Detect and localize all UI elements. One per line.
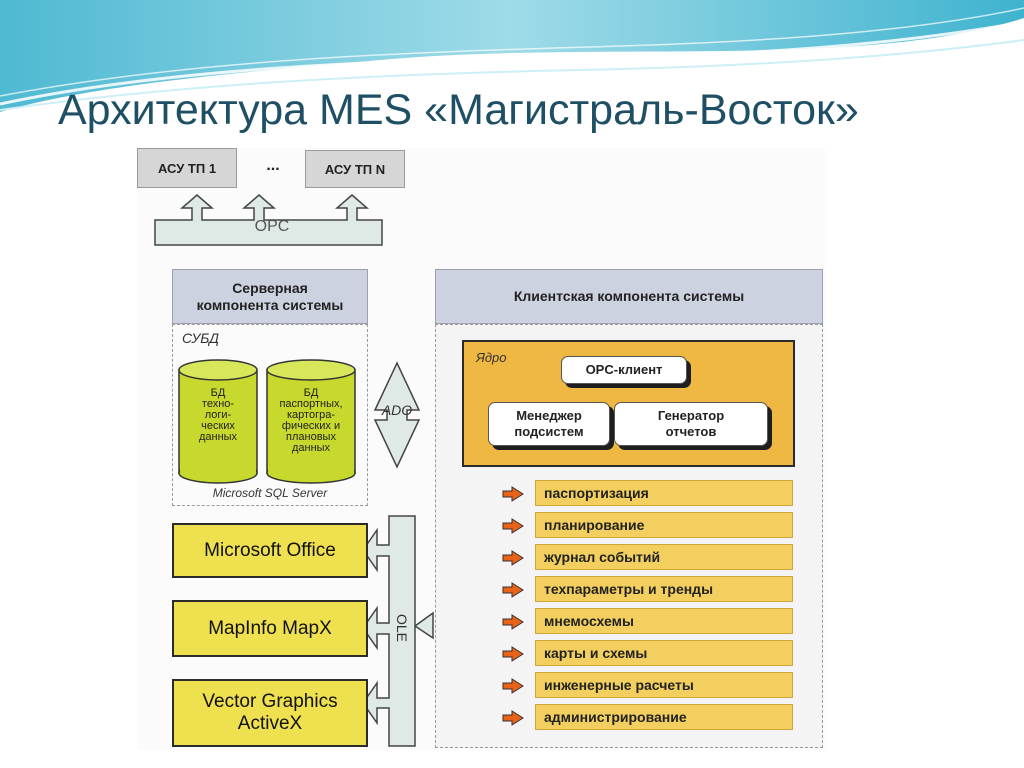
generator-label-line2: отчетов [665, 424, 717, 439]
app-label: Vector Graphics [202, 691, 338, 712]
module-row: мнемосхемы [501, 608, 795, 636]
arrow-right-icon [502, 486, 524, 502]
app-label: ActiveX [237, 713, 303, 734]
app-box-vector-graphics: Vector Graphics ActiveX [172, 679, 368, 747]
module-item: инженерные расчеты [535, 672, 793, 698]
manager-label-line1: Менеджер [516, 408, 582, 423]
server-component-header: Серверная компонента системы [172, 269, 368, 324]
architecture-diagram: АСУ ТП 1 ... АСУ ТП N OPC Серверная комп… [137, 148, 825, 750]
db1-line: логи- [204, 409, 232, 421]
dbms-label: СУБД [182, 330, 219, 346]
module-row: планирование [501, 512, 795, 540]
asu-ellipsis: ... [266, 157, 280, 174]
db2-line: паспортных, [279, 398, 343, 410]
generator-label-line1: Генератор [657, 408, 725, 423]
asu-tp-1-label: АСУ ТП 1 [157, 160, 217, 176]
client-header-label: Клиентская компонента системы [513, 288, 745, 304]
db2-line: фических и [281, 420, 341, 432]
arrow-right-icon [502, 582, 524, 598]
module-row: журнал событий [501, 544, 795, 572]
app-box-mapinfo-mapx: MapInfo MapX [172, 600, 368, 657]
asu-tp-n-label: АСУ ТП N [324, 161, 386, 177]
db1-line: данных [198, 431, 238, 443]
arrow-right-icon [502, 550, 524, 566]
db2-line: данных [291, 442, 331, 454]
module-item: журнал событий [535, 544, 793, 570]
manager-label-line2: подсистем [514, 424, 584, 439]
db1-line: БД [210, 387, 226, 399]
db1-line: техно- [201, 398, 235, 410]
server-header-line1: Серверная [232, 279, 308, 296]
arrow-right-icon [502, 678, 524, 694]
server-dbms-area [172, 324, 368, 506]
module-row: паспортизация [501, 480, 795, 508]
opc-label: OPC [254, 218, 290, 235]
diagram-shapes [154, 194, 434, 747]
module-item: паспортизация [535, 480, 793, 506]
server-header-line2: компонента системы [196, 296, 344, 313]
db-cylinder-1 [178, 359, 258, 484]
db-cylinder-2 [266, 359, 356, 484]
ole-bus [362, 515, 434, 747]
module-row: карты и схемы [501, 640, 795, 668]
subsystem-manager-box: Менеджер подсистем [488, 402, 610, 446]
module-item: карты и схемы [535, 640, 793, 666]
sql-server-label: Microsoft SQL Server [212, 486, 328, 500]
module-row: инженерные расчеты [501, 672, 795, 700]
arrow-right-icon [502, 518, 524, 534]
module-row: администрирование [501, 704, 795, 732]
module-item: мнемосхемы [535, 608, 793, 634]
db2-label: БД паспортных, картогра- фических и план… [267, 388, 355, 454]
app-box-microsoft-office: Microsoft Office [172, 523, 368, 578]
module-item: администрирование [535, 704, 793, 730]
module-list: паспортизация планирование журнал событи… [501, 480, 795, 736]
db2-line: картогра- [287, 409, 335, 421]
arrow-right-icon [502, 710, 524, 726]
ado-label: ADO [381, 402, 413, 418]
slide-title: Архитектура MES «Магистраль-Восток» [58, 86, 859, 134]
db1-label: БД техно- логи- ческих данных [179, 388, 257, 443]
db2-line: плановых [286, 431, 336, 443]
db1-line: ческих [201, 420, 235, 432]
ole-label: OLE [394, 613, 410, 642]
header-waves [0, 0, 1024, 112]
opc-client-box: OPC-клиент [561, 356, 687, 384]
core-label: Ядро [476, 350, 507, 365]
arrow-right-icon [502, 646, 524, 662]
ado-arrow [373, 361, 421, 469]
report-generator-box: Генератор отчетов [614, 402, 768, 446]
client-component-header: Клиентская компонента системы [435, 269, 823, 324]
module-item: техпараметры и тренды [535, 576, 793, 602]
db2-line: БД [303, 387, 319, 399]
module-row: техпараметры и тренды [501, 576, 795, 604]
asu-tp-1-box: АСУ ТП 1 [137, 148, 237, 188]
app-label: MapInfo MapX [208, 617, 332, 639]
opc-client-label: OPC-клиент [585, 362, 663, 377]
module-item: планирование [535, 512, 793, 538]
asu-tp-n-box: АСУ ТП N [305, 150, 405, 188]
app-label: Microsoft Office [204, 539, 336, 561]
arrow-right-icon [502, 614, 524, 630]
opc-bus [154, 194, 383, 246]
